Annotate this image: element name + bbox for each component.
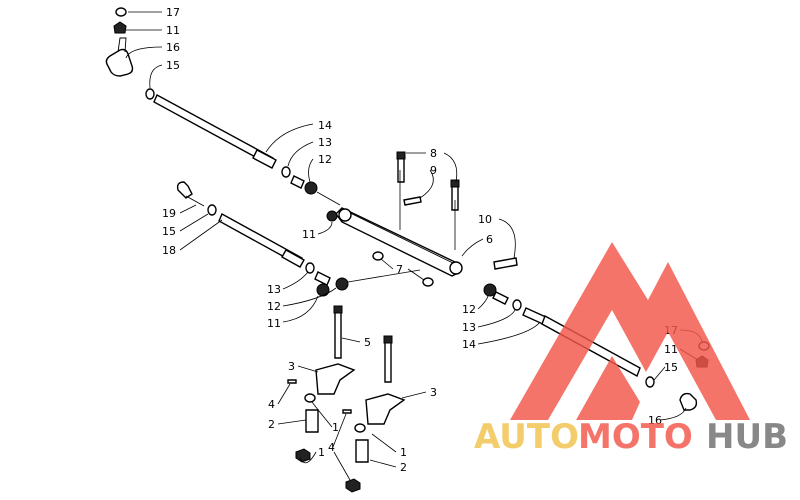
tie-rod-14-sleeve <box>252 149 277 169</box>
tie-rod-end-19-thread <box>185 195 205 207</box>
callout-11-lower: 11 <box>267 317 281 330</box>
bolt-5-right <box>384 341 392 383</box>
bolt-12-lower-head <box>335 277 349 291</box>
washer-1-right <box>354 423 366 433</box>
jam-nut-15-lower <box>207 204 217 216</box>
washer-13-right <box>512 299 522 311</box>
callout-4-right: 4 <box>328 441 335 454</box>
callout-11-center: 11 <box>302 228 316 241</box>
cap-17 <box>115 7 127 17</box>
nut-1-left <box>295 448 311 463</box>
link-6-hole-right <box>449 261 463 275</box>
steering-arm-3-right <box>365 393 406 425</box>
tie-rod-end-19 <box>176 181 193 199</box>
bolt-8-left <box>397 157 405 183</box>
center-link-assembly <box>326 151 518 287</box>
tie-rod-18-sleeve <box>281 249 305 268</box>
callout-17: 17 <box>166 6 180 19</box>
callout-15: 15 <box>166 59 180 72</box>
bolt-12-shank <box>290 175 305 189</box>
callout-7: 7 <box>396 263 403 276</box>
callout-2-right: 2 <box>400 461 407 474</box>
jam-nut-15-right <box>645 376 655 388</box>
callout-3-left: 3 <box>288 360 295 373</box>
bolt-5-right-head <box>383 335 393 344</box>
washer-13-lower <box>305 262 315 274</box>
nut-1-right <box>345 478 361 493</box>
callout-13: 13 <box>318 136 332 149</box>
washer-7-right <box>422 277 434 287</box>
tie-rod-end-16 <box>105 48 134 77</box>
callout-15-right: 15 <box>664 361 678 374</box>
tie-rod-end-16-right <box>679 392 698 411</box>
callout-12-lower: 12 <box>267 300 281 313</box>
bolt-9 <box>403 196 422 206</box>
automotohub-logo: AUTO MOTO HUB <box>474 242 788 457</box>
callout-1-bottom: 1 <box>318 446 325 459</box>
washer-1-left <box>304 393 316 403</box>
nut-11-lower <box>316 283 330 297</box>
tie-rod-end-stud <box>117 37 127 53</box>
bolt-12-right-head <box>483 283 497 297</box>
callout-14-right: 14 <box>462 338 476 351</box>
callout-11: 11 <box>166 24 180 37</box>
bolt-12-lower <box>314 271 331 286</box>
axis-line-1 <box>316 191 341 206</box>
callout-5: 5 <box>364 336 371 349</box>
jam-nut-15 <box>145 88 155 100</box>
callout-13-lower: 13 <box>267 283 281 296</box>
washer-7-left <box>372 251 384 261</box>
callout-18: 18 <box>162 244 176 257</box>
bolt-12-head <box>304 181 318 195</box>
bolt-8-right-head <box>450 179 460 188</box>
callout-16: 16 <box>166 41 180 54</box>
bolt-8-left-head <box>396 151 406 160</box>
steering-arm-3-left <box>315 363 356 395</box>
callout-10: 10 <box>478 213 492 226</box>
link-6-hole-left <box>338 208 352 222</box>
bolt-12-right <box>492 291 509 305</box>
logo-mountain-icon <box>510 242 750 420</box>
axis-line-2 <box>347 269 421 283</box>
callout-19: 19 <box>162 207 176 220</box>
callout-3-right: 3 <box>430 386 437 399</box>
bolt-5-left-head <box>333 305 343 314</box>
callout-16-right: 16 <box>648 414 662 427</box>
callout-6: 6 <box>486 233 493 246</box>
callout-8: 8 <box>430 147 437 160</box>
logo-text-auto: AUTO <box>474 417 579 457</box>
callout-1-mid: 1 <box>332 421 339 434</box>
callout-12: 12 <box>318 153 332 166</box>
callout-2-left: 2 <box>268 418 275 431</box>
steering-link-6-edge <box>343 209 456 265</box>
bolt-10 <box>493 257 518 270</box>
pin-4-left <box>287 379 297 384</box>
bolt-5-left <box>334 311 342 359</box>
callout-15-lower: 15 <box>162 225 176 238</box>
upper-tie-rod-assembly <box>105 7 341 206</box>
nut-11-center <box>326 210 338 222</box>
callout-4-left: 4 <box>268 398 275 411</box>
callout-11-right: 11 <box>664 343 678 356</box>
nut-11 <box>113 21 127 34</box>
callout-1-right: 1 <box>400 446 407 459</box>
spacer-2-left <box>305 409 319 433</box>
callout-labels: 17 11 16 15 14 13 12 8 9 11 10 6 7 19 15… <box>162 6 678 474</box>
callout-13-right: 13 <box>462 321 476 334</box>
washer-13 <box>281 166 291 178</box>
spacer-2-right <box>355 439 369 463</box>
logo-text-moto: MOTO <box>578 417 693 457</box>
steering-arm-assembly <box>287 305 406 493</box>
callout-12-right: 12 <box>462 303 476 316</box>
logo-text-hub: HUB <box>706 417 788 457</box>
lower-tie-rod-assembly <box>176 181 421 297</box>
callout-14: 14 <box>318 119 332 132</box>
pin-4-right <box>342 409 352 414</box>
callout-9: 9 <box>430 164 437 177</box>
